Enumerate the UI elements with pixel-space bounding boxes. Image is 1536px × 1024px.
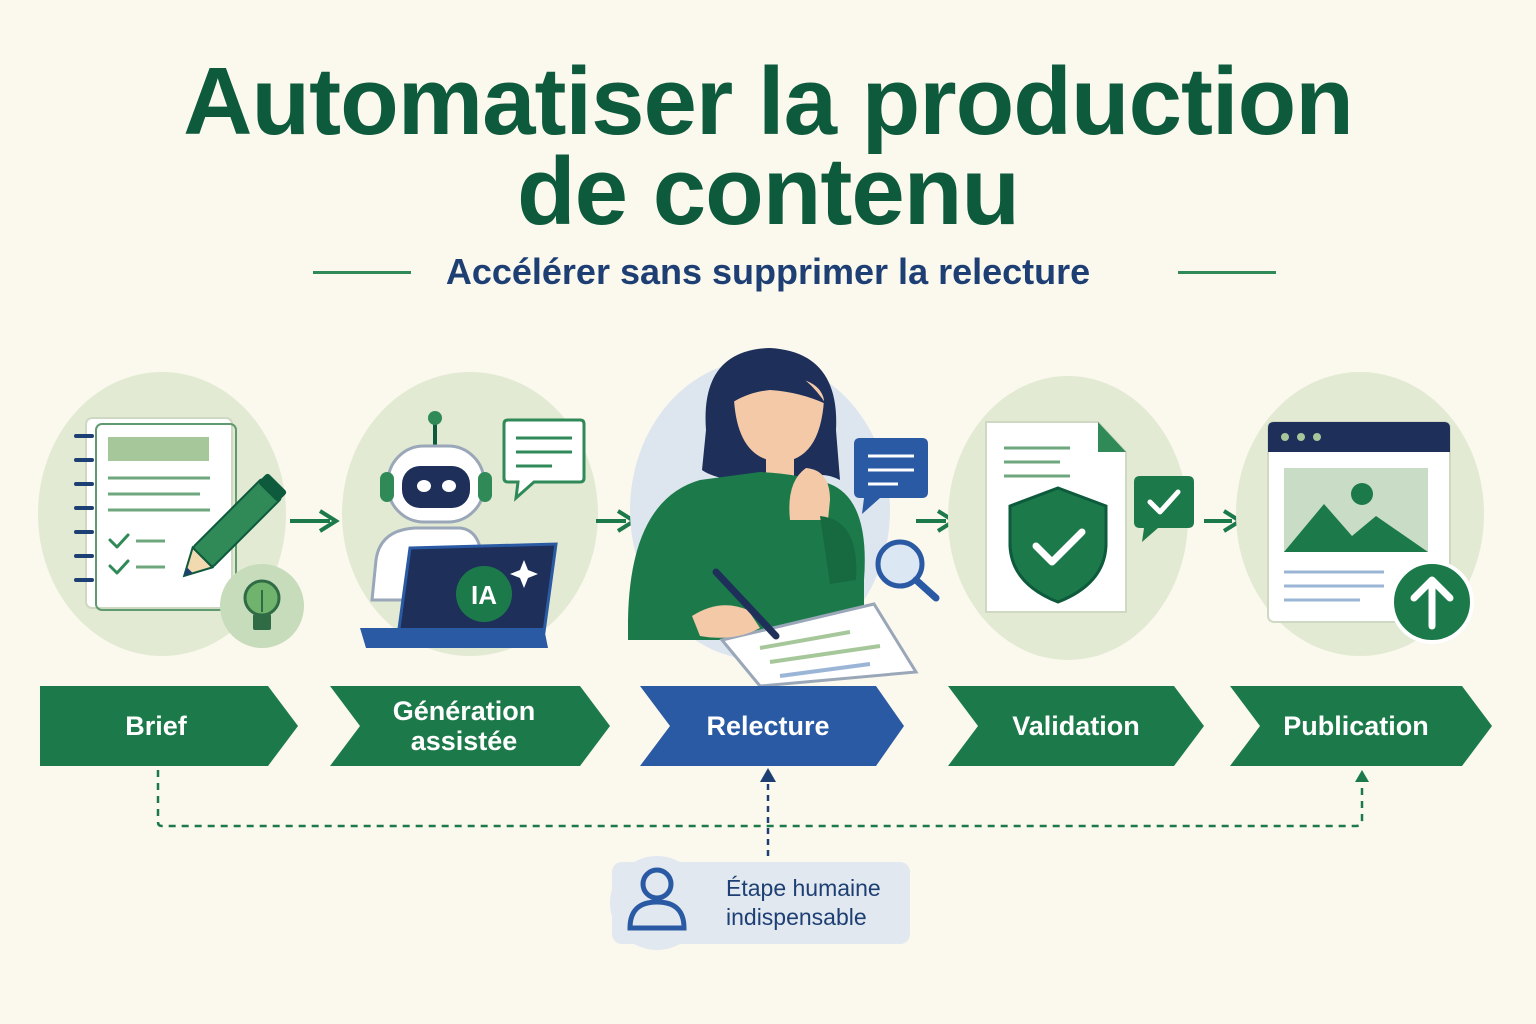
human-note-line-1: Étape humaine	[726, 875, 881, 901]
generation-illustration: IA	[342, 372, 598, 656]
review-illustration	[628, 348, 940, 688]
arrow-4	[1204, 509, 1244, 533]
arrow-1	[290, 509, 340, 533]
step-chevron-publication[interactable]	[1230, 686, 1492, 766]
title-line-1: Automatiser la production	[183, 48, 1354, 155]
step-chevron-review[interactable]	[640, 686, 904, 766]
document-icon	[719, 602, 919, 688]
subtitle-rule-left	[313, 271, 411, 274]
validation-illustration	[948, 376, 1194, 660]
dashed-connector	[156, 770, 1364, 828]
human-step-badge	[610, 856, 910, 950]
notebook-icon	[74, 417, 237, 611]
ia-badge-label: IA	[471, 580, 497, 610]
browser-window-icon	[1267, 421, 1451, 623]
writing-hand-icon	[692, 605, 760, 638]
brief-illustration	[38, 372, 304, 656]
title-line-2: de contenu	[516, 138, 1020, 245]
step-chevron-validation[interactable]	[948, 686, 1204, 766]
speech-bubble-icon	[854, 438, 928, 514]
sparkle-icon	[510, 560, 538, 588]
human-note-line-2: indispensable	[726, 904, 867, 930]
subtitle-rule-right	[1178, 271, 1276, 274]
arrow-2	[596, 509, 638, 533]
reviewer-person-icon	[628, 348, 865, 640]
subtitle: Accélérer sans supprimer la relecture	[445, 251, 1091, 292]
upload-arrow-icon	[1390, 560, 1474, 644]
check-bubble-icon	[1134, 476, 1194, 542]
lightbulb-icon	[220, 564, 304, 648]
pencil-icon	[182, 473, 287, 578]
chat-bubble-icon	[502, 418, 586, 502]
connector-arrowhead-review	[760, 768, 776, 782]
step-chevron-brief[interactable]	[40, 686, 298, 766]
shield-check-icon	[1008, 486, 1108, 604]
connector-arrowhead-publication	[1355, 770, 1369, 782]
magnifier-icon	[875, 539, 940, 602]
pen-icon	[712, 568, 780, 640]
publication-illustration	[1236, 372, 1484, 656]
step-chevron-generation[interactable]	[330, 686, 610, 766]
human-step-note: Étape humaine indispensable	[726, 874, 906, 932]
ia-badge-icon: IA	[456, 566, 512, 622]
user-icon	[627, 867, 687, 931]
